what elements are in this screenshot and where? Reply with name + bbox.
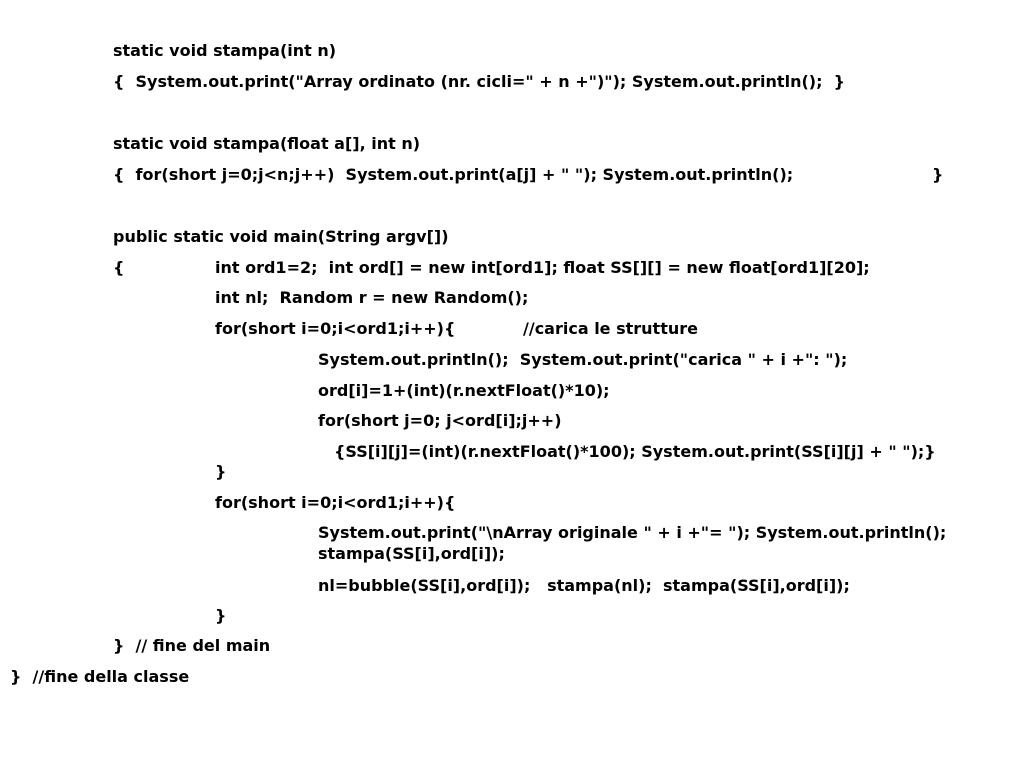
code-line-stampa-float-signature: static void stampa(float a[], int n) bbox=[113, 134, 421, 153]
code-line-bubble-call: nl=bubble(SS[i],ord[i]); stampa(nl); sta… bbox=[318, 576, 850, 595]
code-line-stampa-int-body: { System.out.print("Array ordinato (nr. … bbox=[113, 72, 846, 91]
code-line-random-declaration: int nl; Random r = new Random(); bbox=[215, 288, 529, 307]
code-line-stampa-float-close-brace: } bbox=[932, 165, 944, 184]
code-line-for-load-close: } bbox=[215, 462, 227, 481]
code-line-inner-for: for(short j=0; j<ord[i];j++) bbox=[318, 411, 562, 430]
code-line-stampa-float-body: { for(short j=0;j<n;j++) System.out.prin… bbox=[113, 165, 794, 184]
code-line-ss-assign: {SS[i][j]=(int)(r.nextFloat()*100); Syst… bbox=[334, 442, 936, 461]
code-line-main-signature: public static void main(String argv[]) bbox=[113, 227, 449, 246]
code-line-main-close: } // fine del main bbox=[113, 636, 271, 655]
code-line-class-close: } //fine della classe bbox=[10, 667, 190, 686]
code-line-ord-assign: ord[i]=1+(int)(r.nextFloat()*10); bbox=[318, 381, 610, 400]
code-line-for-load-loop: for(short i=0;i<ord1;i++){ bbox=[215, 319, 456, 338]
code-line-print-originale: System.out.print("\nArray originale " + … bbox=[318, 523, 947, 542]
code-line-stampa-original: stampa(SS[i],ord[i]); bbox=[318, 544, 505, 563]
code-line-print-carica: System.out.println(); System.out.print("… bbox=[318, 350, 848, 369]
code-line-stampa-int-signature: static void stampa(int n) bbox=[113, 41, 337, 60]
code-line-load-comment: //carica le strutture bbox=[523, 319, 698, 338]
code-line-main-declarations: int ord1=2; int ord[] = new int[ord1]; f… bbox=[215, 258, 870, 277]
code-line-for-sort-close: } bbox=[215, 606, 227, 625]
code-line-for-sort-loop: for(short i=0;i<ord1;i++){ bbox=[215, 493, 456, 512]
code-line-main-open-brace: { bbox=[113, 258, 125, 277]
